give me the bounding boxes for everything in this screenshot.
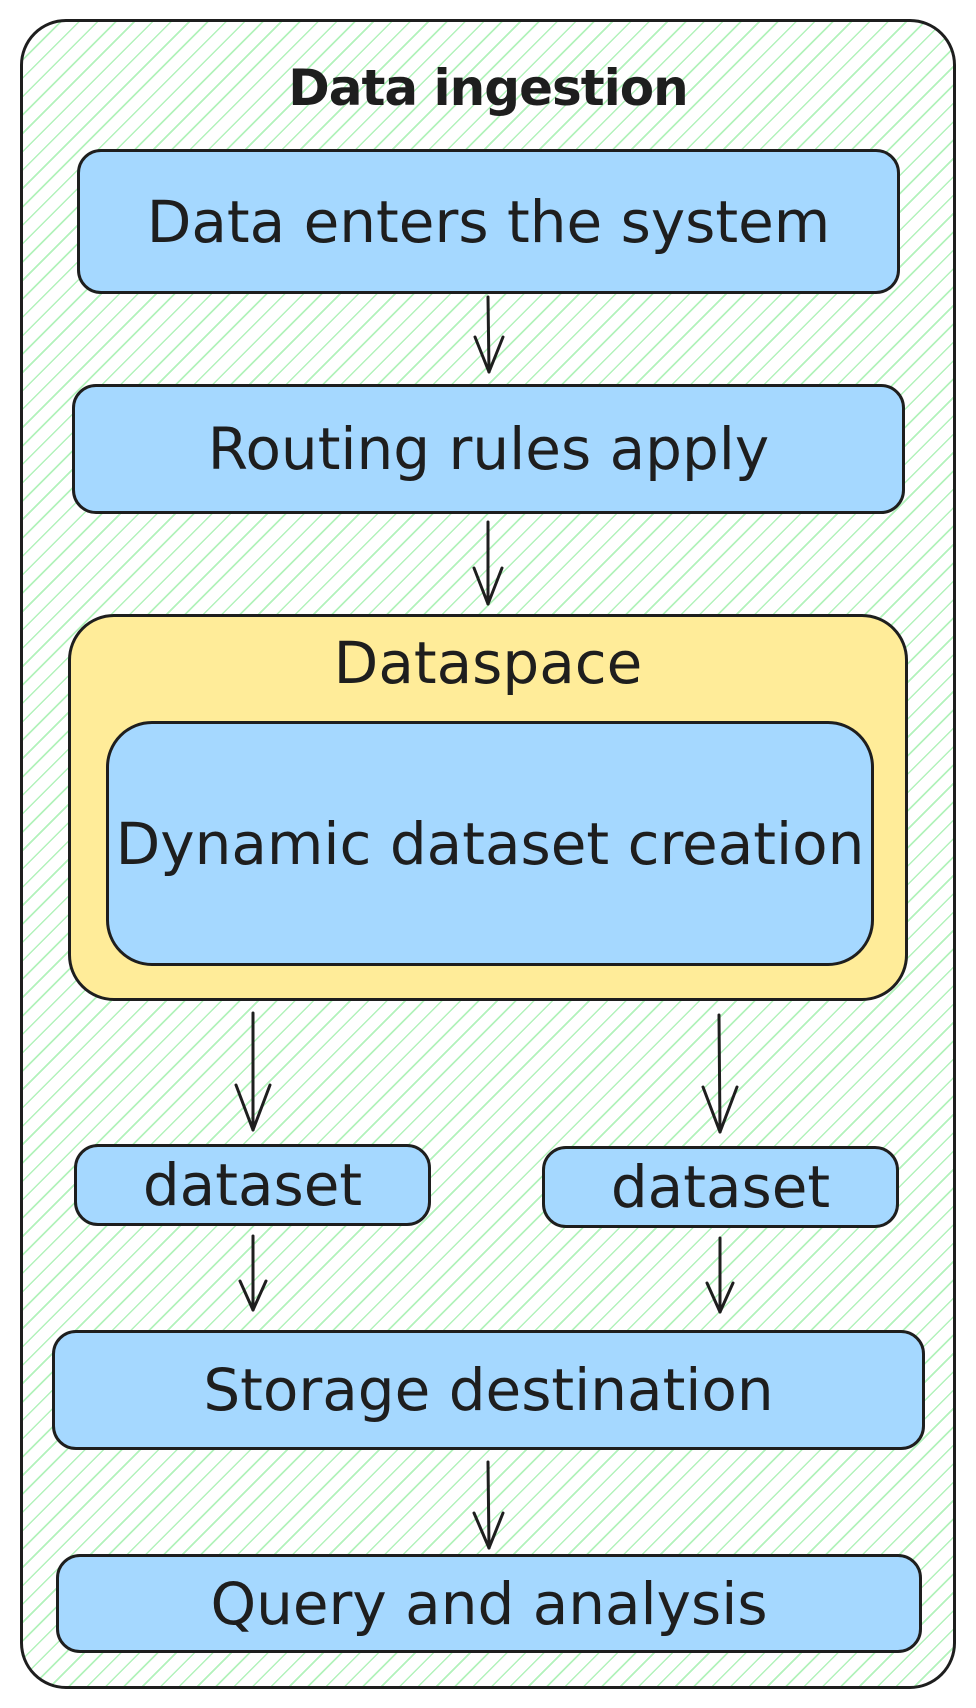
dynamic-dataset-creation-label: Dynamic dataset creation — [115, 809, 865, 878]
step-data-enters-label: Data enters the system — [146, 187, 831, 256]
arrow-dataset-left-to-storage — [238, 1234, 268, 1312]
group-title: Data ingestion — [288, 59, 688, 117]
step-query-analysis: Query and analysis — [56, 1554, 922, 1653]
step-storage-destination-label: Storage destination — [203, 1356, 774, 1424]
arrow-enter-to-routing — [473, 295, 505, 374]
arrow-routing-to-dataspace — [472, 520, 504, 606]
step-routing-rules: Routing rules apply — [72, 384, 905, 514]
dataset-left-label: dataset — [142, 1151, 363, 1219]
arrow-dataspace-to-dataset-left — [234, 1011, 272, 1132]
arrow-dataset-right-to-storage — [705, 1236, 735, 1314]
arrow-dataspace-to-dataset-right — [701, 1013, 739, 1134]
step-query-analysis-label: Query and analysis — [210, 1569, 768, 1638]
dynamic-dataset-creation: Dynamic dataset creation — [106, 721, 874, 966]
dataset-right: dataset — [542, 1146, 899, 1228]
arrow-storage-to-query — [472, 1460, 505, 1550]
dataset-right-label: dataset — [610, 1153, 831, 1221]
dataspace-label: Dataspace — [333, 629, 643, 697]
dataset-left: dataset — [74, 1144, 431, 1226]
dataspace-container: Dataspace Dynamic dataset creation — [68, 614, 908, 1001]
step-data-enters: Data enters the system — [77, 149, 900, 294]
step-storage-destination: Storage destination — [52, 1330, 925, 1450]
step-routing-rules-label: Routing rules apply — [207, 415, 770, 483]
